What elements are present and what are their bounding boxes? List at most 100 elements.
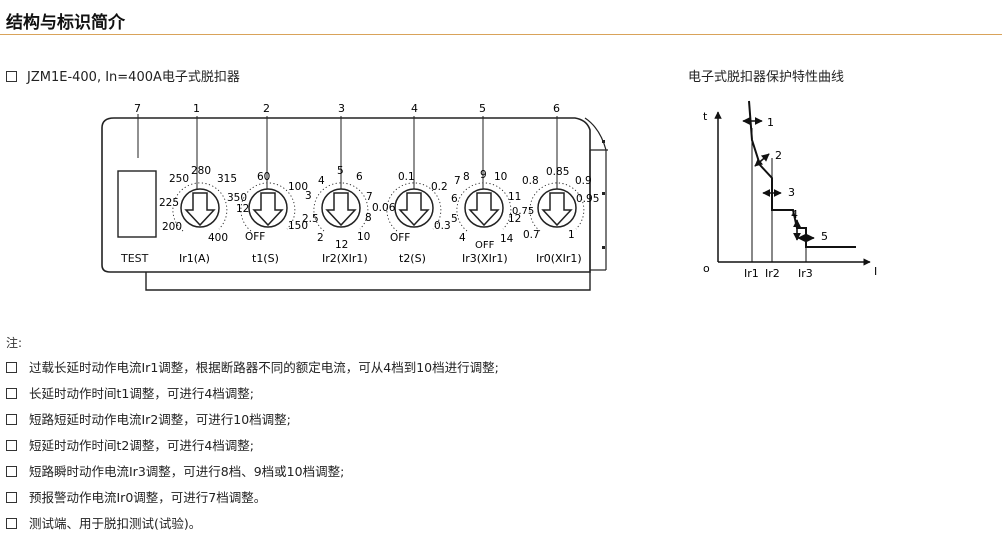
curve-marker-1: 1 <box>767 116 774 129</box>
dial-scale: 3 <box>305 190 312 202</box>
callout-7: 7 <box>134 102 141 115</box>
dial-scale: 100 <box>288 181 308 193</box>
curve-title: 电子式脱扣器保护特性曲线 <box>688 70 845 85</box>
dial-ir2: 2 2.5 3 4 5 6 7 8 10 12 Ir2(XIr1) <box>302 116 373 265</box>
curve-marker-2: 2 <box>775 149 782 162</box>
dial-scale: 10 <box>357 231 370 243</box>
list-item: 短路短延时动作电流Ir2调整，可进行10档调整; <box>6 409 499 435</box>
list-item: 短路瞬时动作电流Ir3调整，可进行8档、9档或10档调整; <box>6 461 499 487</box>
dial-scale: 6 <box>451 193 458 205</box>
section-title: 结构与标识简介 <box>6 13 125 33</box>
axis-label-i: I <box>874 265 877 278</box>
dial-scale: 0.9 <box>575 175 592 187</box>
list-item: 测试端、用于脱扣测试(试验)。 <box>6 513 499 539</box>
callout-4: 4 <box>411 102 418 115</box>
dial-scale: 0.2 <box>431 181 448 193</box>
dial-scale: 6 <box>356 171 363 183</box>
dial-scale: 1 <box>568 229 575 241</box>
dial-scale: 150 <box>288 220 308 232</box>
title-divider <box>0 34 1002 35</box>
dial-scale: 60 <box>257 171 270 183</box>
checkbox-square <box>6 492 17 503</box>
dial-scale: 315 <box>217 173 237 185</box>
dial-scale: 400 <box>208 232 228 244</box>
protection-curve: t I o 1 2 3 4 5 Ir1 Ir2 Ir3 <box>703 100 877 280</box>
dial-t2: OFF 0.06 0.1 0.2 0.3 t2(S) <box>372 116 451 265</box>
checkbox-square <box>6 71 17 82</box>
dial-scale: 5 <box>337 165 344 177</box>
callout-3: 3 <box>338 102 345 115</box>
dial-scale: 0.75 <box>512 206 534 217</box>
test-port <box>117 170 157 238</box>
note-text: 测试端、用于脱扣测试(试验)。 <box>29 516 202 531</box>
dial-scale: 4 <box>318 175 325 187</box>
checkbox-square <box>6 466 17 477</box>
dial-pointer-arrow-icon <box>398 192 430 227</box>
callout-1: 1 <box>193 102 200 115</box>
dial-scale: 2 <box>317 232 324 244</box>
dial-t1: OFF 12 60 100 150 t1(S) <box>236 116 308 265</box>
dial-scale: 11 <box>508 191 521 203</box>
dial-scale: 12 <box>236 203 249 215</box>
list-item: 短延时动作时间t2调整，可进行4档调整; <box>6 435 499 461</box>
dial-scale: OFF <box>390 232 410 244</box>
dial-scale: 0.95 <box>576 193 599 205</box>
callout-5: 5 <box>479 102 486 115</box>
dial-scale: 4 <box>459 232 466 244</box>
dial-scale: 0.8 <box>522 175 539 187</box>
note-text: 短延时动作时间t2调整，可进行4档调整; <box>29 438 255 453</box>
dial-ir0: 0.7 0.75 0.8 0.85 0.9 0.95 1 Ir0(XIr1) <box>512 116 599 265</box>
dial-pointer-arrow-icon <box>468 192 500 227</box>
dial-pointer-arrow-icon <box>252 192 284 227</box>
dial-scale: 0.85 <box>546 166 569 178</box>
model-label: JZM1E-400, In=400A电子式脱扣器 <box>27 70 240 85</box>
callout-numbers: 7 1 2 3 4 5 6 <box>134 102 560 115</box>
dial-scale: 9 <box>480 169 487 181</box>
callout-6: 6 <box>553 102 560 115</box>
origin-label: o <box>703 262 710 275</box>
dial-scale: 7 <box>366 191 373 203</box>
curve-marker-4: 4 <box>791 208 798 221</box>
dial-scale: OFF <box>245 231 265 243</box>
tick-ir1: Ir1 <box>744 267 759 280</box>
dial-scale: 0.3 <box>434 220 451 232</box>
checkbox-square <box>6 518 17 529</box>
dial-scale: 12 <box>508 213 521 225</box>
dial-name: Ir1(A) <box>179 252 210 265</box>
dial-pointer-arrow-icon <box>541 192 573 227</box>
dial-name: Ir2(XIr1) <box>322 252 368 265</box>
dial-scale: 0.7 <box>523 229 540 241</box>
dial-pointer-arrow-icon <box>325 192 357 227</box>
dial-name: Ir0(XIr1) <box>536 252 582 265</box>
note-text: 过载长延时动作电流Ir1调整，根据断路器不同的额定电流，可从4档到10档进行调整… <box>29 360 499 375</box>
test-label: TEST <box>120 252 149 265</box>
note-text: 长延时动作时间t1调整，可进行4档调整; <box>29 386 255 401</box>
callout-2: 2 <box>263 102 270 115</box>
model-heading: JZM1E-400, In=400A电子式脱扣器 <box>6 66 240 85</box>
dial-scale: 7 <box>454 175 461 187</box>
note-text: 短路瞬时动作电流Ir3调整，可进行8档、9档或10档调整; <box>29 464 345 479</box>
dial-scale: 14 <box>500 233 514 245</box>
notes-title: 注: <box>6 336 23 350</box>
dial-name: Ir3(XIr1) <box>462 252 508 265</box>
notes-list: 过载长延时动作电流Ir1调整，根据断路器不同的额定电流，可从4档到10档进行调整… <box>6 357 499 539</box>
dial-scale: 0.06 <box>372 202 396 214</box>
dial-pointer-arrow-icon <box>184 192 216 227</box>
note-text: 短路短延时动作电流Ir2调整，可进行10档调整; <box>29 412 291 427</box>
curve-marker-3: 3 <box>788 186 795 199</box>
note-text: 预报警动作电流Ir0调整，可进行7档调整。 <box>29 490 267 505</box>
list-item: 过载长延时动作电流Ir1调整，根据断路器不同的额定电流，可从4档到10档进行调整… <box>6 357 499 383</box>
dial-name: t1(S) <box>252 252 279 265</box>
checkbox-square <box>6 388 17 399</box>
tick-ir2: Ir2 <box>765 267 780 280</box>
list-item: 预报警动作电流Ir0调整，可进行7档调整。 <box>6 487 499 513</box>
dial-scale: 8 <box>365 212 372 224</box>
axis-label-t: t <box>703 110 708 123</box>
panel-base <box>145 272 591 291</box>
dial-ir1: 200 225 250 280 315 350 400 Ir1(A) <box>159 116 247 265</box>
dial-scale: 10 <box>494 171 507 183</box>
dial-scale: 200 <box>162 221 182 233</box>
dial-scale: 280 <box>191 165 211 177</box>
trip-curve <box>748 100 856 248</box>
dial-scale: 8 <box>463 171 470 183</box>
